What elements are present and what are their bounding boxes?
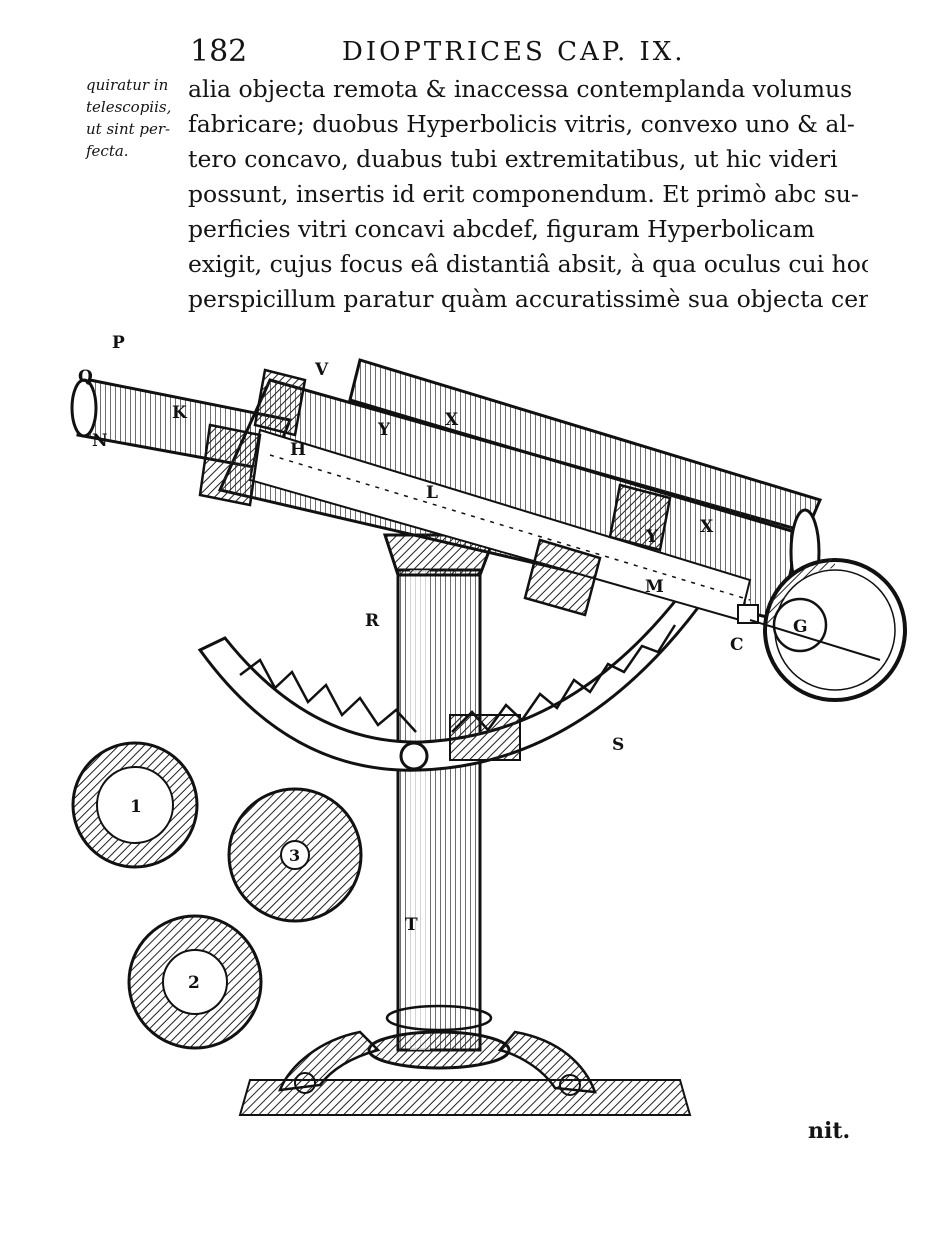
label-disk-2: 2 <box>188 973 200 993</box>
lens-disk-1 <box>71 741 199 869</box>
label-c: C <box>730 635 744 655</box>
telescope-tubes <box>70 358 823 624</box>
label-t: T <box>405 915 418 935</box>
label-v: V <box>314 360 329 380</box>
text-line: perficies vitri concavi abcdef, figuram … <box>188 215 815 243</box>
marginal-line: quiratur in <box>86 76 169 94</box>
label-y: Y <box>377 420 391 440</box>
label-q: Q <box>78 367 93 387</box>
label-disk-3: 3 <box>289 846 300 865</box>
page-header: 182 DIOPTRICES CAP. IX. <box>190 34 890 74</box>
running-title: DIOPTRICES CAP. IX. <box>342 37 686 67</box>
label-x: X <box>700 517 714 537</box>
label-m: M <box>645 577 664 597</box>
text-line: fabricare; duobus Hyperbolicis vitris, c… <box>188 110 855 138</box>
label-n: N <box>92 431 108 451</box>
label-k: K <box>172 403 188 423</box>
label-x: X <box>445 410 459 430</box>
text-line: tero concavo, duabus tubi extremitatibus… <box>188 145 838 173</box>
text-line: alia objecta remota & inaccessa contempl… <box>188 75 853 103</box>
telescope-woodcut: P Q N K V H Y X L X Y M C G R S T 1 3 2 <box>60 320 910 1140</box>
label-y: Y <box>645 527 659 547</box>
eyepiece-disk <box>749 558 907 702</box>
marginal-line: ut sint per- <box>86 120 171 138</box>
text-line: perspicillum paratur quàm accuratissimè … <box>188 285 868 313</box>
lens-disk-3 <box>227 787 363 923</box>
label-disk-1: 1 <box>130 797 142 817</box>
pillar-stand <box>367 533 511 1070</box>
label-h: H <box>290 440 306 460</box>
marginal-line: telescopiis, <box>86 98 172 116</box>
graduated-arc <box>197 593 703 772</box>
lens-disk-2 <box>127 914 263 1050</box>
label-g: G <box>793 617 808 637</box>
label-l: L <box>426 483 438 503</box>
text-line: exigit, cujus focus eâ distantiâ absit, … <box>188 250 868 278</box>
marginal-note: quiratur in telescopiis, ut sint per- fe… <box>86 74 186 162</box>
catchword: nit. <box>808 1118 851 1144</box>
claw-feet <box>278 1030 597 1096</box>
text-line: possunt, insertis id erit componendum. E… <box>188 180 859 208</box>
marginal-line: fecta. <box>86 142 129 160</box>
label-p: P <box>112 333 125 353</box>
page-number: 182 <box>190 34 248 69</box>
body-text: alia objecta remota & inaccessa contempl… <box>188 72 868 317</box>
label-s: S <box>612 735 624 755</box>
label-r: R <box>365 611 380 631</box>
